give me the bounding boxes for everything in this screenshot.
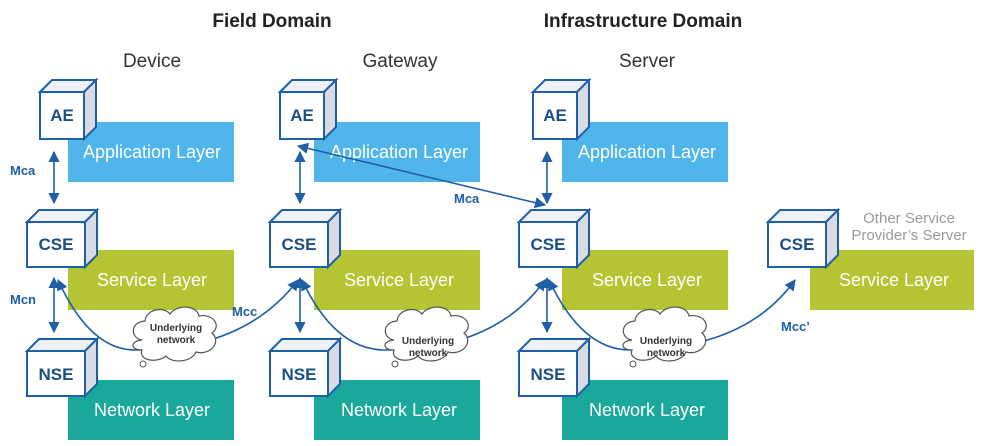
server-other-mcc-prime-label: Mcc’ <box>781 319 810 334</box>
server-network-layer <box>562 380 728 440</box>
gateway-network-layer-label: Network Layer <box>341 400 457 420</box>
device-gateway-mcc-label: Mcc <box>232 304 257 319</box>
server-network-layer-label: Network Layer <box>589 400 705 420</box>
device-column-title: Device <box>123 51 181 72</box>
other-server-cse-cube: CSE <box>765 207 841 270</box>
device-cse-label: CSE <box>39 235 74 254</box>
server-nse-cube: NSE <box>516 336 592 399</box>
other-server-title-line2: Provider’s Server <box>851 227 966 244</box>
device-nse-label: NSE <box>39 365 74 384</box>
gateway-cse-label: CSE <box>282 235 317 254</box>
server-cse-label: CSE <box>531 235 566 254</box>
other-server-title-line1: Other Service <box>863 210 955 227</box>
gateway-service-layer-label: Service Layer <box>344 270 454 290</box>
device-network-layer <box>68 380 234 440</box>
other-server-cse-label: CSE <box>780 235 815 254</box>
device-cse-cube: CSE <box>24 207 100 270</box>
server-column-title: Server <box>619 51 676 72</box>
gateway-server-mca-label: Mca <box>454 191 480 206</box>
server-ae-cube: AE <box>530 77 592 142</box>
other-server-service-layer-label: Service Layer <box>839 270 949 290</box>
device-mcn-label: Mcn <box>10 292 36 307</box>
server-nse-label: NSE <box>531 365 566 384</box>
device-mca-label: Mca <box>10 163 36 178</box>
device-network-layer-label: Network Layer <box>94 400 210 420</box>
device-ae-label: AE <box>50 106 74 125</box>
gateway-column-title: Gateway <box>363 51 438 72</box>
server-cse-cube: CSE <box>516 207 592 270</box>
gateway-nse-label: NSE <box>282 365 317 384</box>
underlying-network-cloud-2: Underlying network <box>384 306 469 368</box>
underlying-network-cloud-1: Underlying network <box>132 306 217 368</box>
cloud-3-label-line1: Underlying <box>640 336 692 347</box>
gateway-ae-to-server-cse-mca-arrow <box>296 142 547 209</box>
cloud-1-label-line2: network <box>157 335 196 346</box>
infrastructure-domain-title: Infrastructure Domain <box>544 11 742 32</box>
cloud-2-label-line2: network <box>409 348 448 359</box>
cloud-3-label-line2: network <box>647 348 686 359</box>
device-ae-cube: AE <box>37 77 99 142</box>
gateway-nse-cube: NSE <box>267 336 343 399</box>
gateway-ae-label: AE <box>290 106 314 125</box>
device-application-layer-label: Application Layer <box>83 142 221 162</box>
server-ae-label: AE <box>543 106 567 125</box>
gateway-server-mcc-curve <box>301 278 546 351</box>
other-server-service-layer <box>810 250 974 310</box>
field-domain-title: Field Domain <box>212 11 331 32</box>
device-service-layer-label: Service Layer <box>97 270 207 290</box>
cloud-1-label-line1: Underlying <box>150 323 202 334</box>
device-application-layer <box>68 122 234 182</box>
server-application-layer <box>562 122 728 182</box>
gateway-ae-cube: AE <box>277 77 339 142</box>
server-service-layer-label: Service Layer <box>592 270 702 290</box>
gateway-cse-cube: CSE <box>267 207 343 270</box>
server-application-layer-label: Application Layer <box>578 142 716 162</box>
gateway-network-layer <box>314 380 480 440</box>
cloud-2-label-line1: Underlying <box>402 336 454 347</box>
device-nse-cube: NSE <box>24 336 100 399</box>
underlying-network-cloud-3: Underlying network <box>622 306 707 368</box>
